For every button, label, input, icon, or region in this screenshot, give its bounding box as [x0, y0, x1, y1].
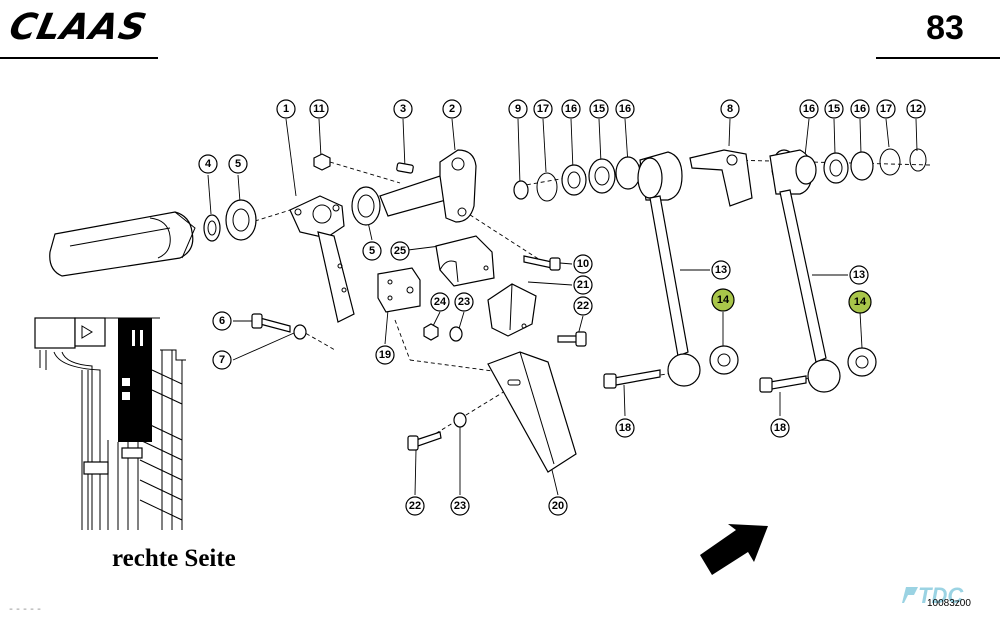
- callout-15-left: 15: [589, 99, 609, 119]
- callout-15-right: 15: [824, 99, 844, 119]
- svg-text:14: 14: [854, 296, 867, 308]
- header-rule-right: [876, 57, 1000, 59]
- svg-text:15: 15: [828, 103, 840, 115]
- left-bearing-group: [203, 149, 477, 323]
- svg-text:16: 16: [619, 103, 631, 115]
- callout-12: 12: [906, 99, 926, 119]
- svg-text:17: 17: [537, 103, 549, 115]
- svg-text:1: 1: [283, 103, 289, 115]
- svg-text:16: 16: [803, 103, 815, 115]
- callout-7: 7: [212, 350, 232, 370]
- svg-text:3: 3: [400, 103, 406, 115]
- bracket-group: [251, 235, 587, 473]
- callout-2: 2: [442, 99, 462, 119]
- callout-3: 3: [393, 99, 413, 119]
- svg-text:5: 5: [369, 245, 375, 257]
- callout-23-lower: 23: [450, 496, 470, 516]
- callout-16-left-a: 16: [561, 99, 581, 119]
- svg-text:22: 22: [409, 500, 421, 512]
- svg-text:25: 25: [394, 245, 406, 257]
- svg-text:6: 6: [219, 315, 225, 327]
- svg-text:16: 16: [854, 103, 866, 115]
- svg-text:9: 9: [515, 103, 521, 115]
- svg-text:20: 20: [552, 500, 564, 512]
- callout-8: 8: [720, 99, 740, 119]
- right-bearing-group: [513, 148, 927, 393]
- svg-text:13: 13: [715, 264, 727, 276]
- callout-1: 1: [276, 99, 296, 119]
- callout-9: 9: [508, 99, 528, 119]
- svg-text:16: 16: [565, 103, 577, 115]
- direction-arrow: [700, 524, 768, 575]
- svg-text:4: 4: [205, 158, 212, 170]
- drawing-code: 10083z00: [927, 598, 971, 609]
- callout-21: 21: [573, 275, 593, 295]
- callout-6: 6: [212, 311, 232, 331]
- callout-22-lower: 22: [405, 496, 425, 516]
- svg-text:5: 5: [235, 158, 241, 170]
- callout-13-left: 13: [711, 260, 731, 280]
- svg-text:7: 7: [219, 354, 225, 366]
- svg-text:19: 19: [379, 349, 391, 361]
- tdc-logo-icon: [902, 587, 918, 603]
- svg-text:8: 8: [727, 103, 733, 115]
- callout-16-right-b: 16: [850, 99, 870, 119]
- svg-text:13: 13: [853, 269, 865, 281]
- callout-18-left: 18: [615, 418, 635, 438]
- callout-17-right: 17: [876, 99, 896, 119]
- callout-18-right: 18: [770, 418, 790, 438]
- svg-text:18: 18: [619, 422, 631, 434]
- callout-19: 19: [375, 345, 395, 365]
- svg-text:22: 22: [577, 300, 589, 312]
- callout-22-upper: 22: [573, 296, 593, 316]
- callout-25: 25: [390, 241, 410, 261]
- svg-text:17: 17: [880, 103, 892, 115]
- svg-text:23: 23: [454, 500, 466, 512]
- callout-16-right-a: 16: [799, 99, 819, 119]
- callout-5-left: 5: [228, 154, 248, 174]
- svg-text:10: 10: [577, 258, 589, 270]
- callout-11: 11: [309, 99, 329, 119]
- callout-13-right: 13: [849, 265, 869, 285]
- footer-dashes: -----: [8, 605, 44, 616]
- side-label: rechte Seite: [112, 545, 236, 572]
- callout-5-middle: 5: [362, 241, 382, 261]
- svg-text:24: 24: [434, 296, 447, 308]
- callout-24: 24: [430, 292, 450, 312]
- hydraulic-tube: [49, 211, 196, 277]
- inset-machine-view: [34, 317, 186, 530]
- callout-14-left-highlighted: 14: [711, 288, 735, 312]
- svg-text:21: 21: [577, 279, 589, 291]
- callout-4: 4: [198, 154, 218, 174]
- callout-10: 10: [573, 254, 593, 274]
- svg-text:15: 15: [593, 103, 605, 115]
- svg-text:2: 2: [449, 103, 455, 115]
- svg-text:18: 18: [774, 422, 786, 434]
- watermark-text: TDC: [918, 583, 964, 608]
- page-number: 83: [926, 9, 964, 47]
- callout-16-left-b: 16: [615, 99, 635, 119]
- header-rule-left: [0, 57, 158, 59]
- svg-text:14: 14: [717, 294, 730, 306]
- svg-text:11: 11: [313, 103, 325, 115]
- callout-23-upper: 23: [454, 292, 474, 312]
- svg-text:23: 23: [458, 296, 470, 308]
- svg-text:12: 12: [910, 103, 922, 115]
- callout-14-right-highlighted: 14: [848, 290, 872, 314]
- callout-17-left: 17: [533, 99, 553, 119]
- callout-20: 20: [548, 496, 568, 516]
